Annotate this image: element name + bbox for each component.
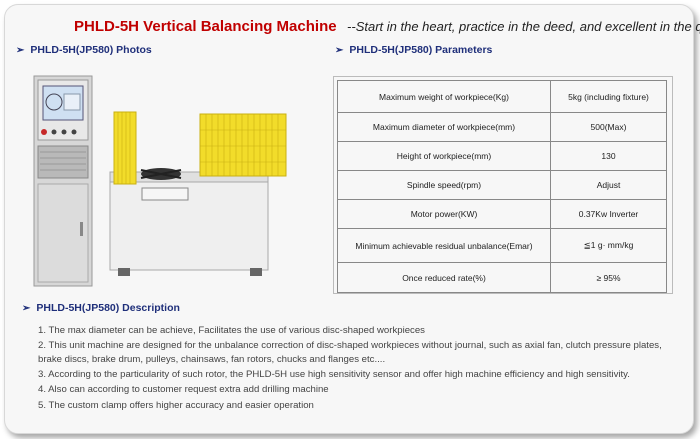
description-item: 1. The max diameter can be achieve, Faci…: [38, 325, 425, 336]
params-table-frame: [333, 76, 673, 294]
page-slogan: --Start in the heart, practice in the de…: [347, 19, 700, 34]
description-item: 5. The custom clamp offers higher accura…: [38, 399, 314, 411]
page-header: PHLD-5H Vertical Balancing Machine --Sta…: [74, 18, 700, 36]
description-item: 2. This unit machine are designed for th…: [38, 340, 662, 365]
table-row: Maximum weight of workpiece(Kg) 5kg (inc…: [337, 80, 667, 113]
param-value: Adjust: [550, 170, 667, 200]
photos-heading-text: PHLD-5H(JP580) Photos: [30, 44, 152, 56]
param-label: Spindle speed(rpm): [337, 170, 551, 200]
param-label: Motor power(KW): [337, 199, 551, 229]
param-label: Once reduced rate(%): [337, 262, 551, 293]
photos-heading: ➢ PHLD-5H(JP580) Photos: [16, 44, 152, 56]
description-item: 4. Also can according to customer reques…: [38, 384, 329, 396]
param-label: Minimum achievable residual unbalance(Em…: [337, 228, 551, 263]
params-heading: ➢ PHLD-5H(JP580) Parameters: [335, 44, 492, 56]
table-row: Maximum diameter of workpiece(mm) 500(Ma…: [337, 112, 667, 142]
machine-photo: [14, 72, 320, 294]
param-value: ≥ 95%: [550, 262, 667, 293]
param-value: 0.37Kw Inverter: [550, 199, 667, 229]
table-row: Minimum achievable residual unbalance(Em…: [337, 228, 667, 263]
params-table: Maximum weight of workpiece(Kg) 5kg (inc…: [337, 80, 667, 293]
table-row: Motor power(KW) 0.37Kw Inverter: [337, 199, 667, 229]
description-list: 1. The max diameter can be achieve, Faci…: [38, 324, 678, 414]
params-heading-text: PHLD-5H(JP580) Parameters: [349, 44, 493, 56]
table-row: Spindle speed(rpm) Adjust: [337, 170, 667, 200]
arrow-bullet-icon: ➢: [22, 303, 31, 314]
param-value: 500(Max): [550, 112, 667, 142]
arrow-bullet-icon: ➢: [335, 45, 344, 56]
param-label: Maximum diameter of workpiece(mm): [337, 112, 551, 142]
table-row: Height of workpiece(mm) 130: [337, 141, 667, 171]
param-label: Maximum weight of workpiece(Kg): [337, 80, 551, 113]
param-value: ≦1 g· mm/kg: [550, 228, 667, 263]
arrow-bullet-icon: ➢: [16, 45, 25, 56]
param-value: 130: [550, 141, 667, 171]
param-label: Height of workpiece(mm): [337, 141, 551, 171]
description-heading-text: PHLD-5H(JP580) Description: [36, 302, 180, 314]
description-heading: ➢ PHLD-5H(JP580) Description: [22, 302, 180, 314]
page-title: PHLD-5H Vertical Balancing Machine: [74, 18, 337, 35]
description-item: 3. According to the particularity of suc…: [38, 368, 630, 380]
param-value: 5kg (including fixture): [550, 80, 667, 113]
table-row: Once reduced rate(%) ≥ 95%: [337, 262, 667, 293]
